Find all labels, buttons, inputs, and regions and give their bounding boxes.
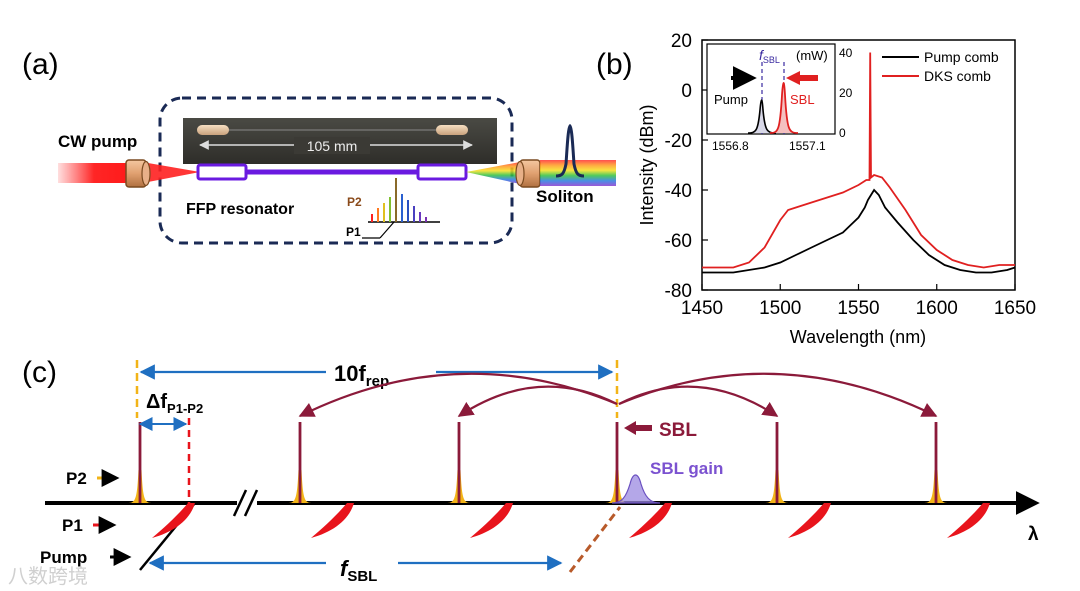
x-tick-label: 1600 xyxy=(916,298,958,319)
pump-focus xyxy=(148,163,200,182)
inset-sbl-arrow xyxy=(786,71,818,85)
p1-comb-line xyxy=(311,503,354,538)
inset-ytick-20: 20 xyxy=(839,86,853,100)
y-tick-label: -40 xyxy=(665,181,692,202)
sbl-label: SBL xyxy=(659,420,697,441)
x-tick-label: 1550 xyxy=(837,298,879,319)
panel-c-label: (c) xyxy=(22,356,57,389)
inset-sbl-peak xyxy=(769,82,799,134)
p2-mini-label: P2 xyxy=(347,195,362,209)
inset-pump-peak xyxy=(747,99,777,134)
panel-a-label: (a) xyxy=(22,48,59,81)
arc-to-459 xyxy=(457,385,618,417)
p1-comb-line xyxy=(629,503,672,538)
p1-comb-line xyxy=(152,503,195,538)
inset: Pump SBL fSBL (mW) 40 20 0 1556.8 1557.1 xyxy=(706,43,853,153)
pump-label: Pump xyxy=(40,548,87,567)
panel-a: (a) 105 mm CW pump FFP resonator xyxy=(22,48,616,245)
y-tick-label: -60 xyxy=(665,231,692,252)
series-line-dks-comb xyxy=(702,52,1015,269)
p1-comb-line xyxy=(470,503,513,538)
x-ticks: 1450 1500 1550 1600 1650 xyxy=(681,284,1036,319)
ffp-resonator xyxy=(196,163,468,181)
panel-b: (b) 20 0 -20 -40 -60 -80 1450 1500 1550 1600 1650… xyxy=(596,31,1036,347)
arc-to-936 xyxy=(618,372,938,417)
length-label: 105 mm xyxy=(307,138,358,154)
dashed-extension xyxy=(568,506,622,573)
x-tick-label: 1650 xyxy=(994,298,1036,319)
axis-break-2 xyxy=(243,489,259,517)
delta-label: ΔfP1-P2 xyxy=(146,391,203,416)
series-group xyxy=(702,52,1016,274)
fsbl-label: fSBL xyxy=(340,556,377,585)
p1-label: P1 xyxy=(62,516,83,535)
sbl-gain-bump xyxy=(611,474,661,504)
sbl-gain-label: SBL gain xyxy=(650,459,723,478)
p1-comb-line xyxy=(788,503,831,538)
legend-pump-comb: Pump comb xyxy=(924,49,999,65)
y-tick-label: -80 xyxy=(665,281,692,302)
inset-pump-label: Pump xyxy=(714,92,748,107)
p1-mini-label: P1 xyxy=(346,225,361,239)
inset-xtick-1: 1556.8 xyxy=(712,139,749,153)
inset-xtick-2: 1557.1 xyxy=(789,139,826,153)
inset-fsbl-label: fSBL xyxy=(759,47,780,65)
legend: Pump comb DKS comb xyxy=(882,49,999,84)
arc-to-777 xyxy=(618,385,779,417)
inset-ytick-40: 40 xyxy=(839,46,853,60)
resonator-label: FFP resonator xyxy=(186,201,294,218)
y-ticks: 20 0 -20 -40 -60 -80 xyxy=(665,31,708,302)
lambda-label: λ xyxy=(1028,524,1039,545)
p2-peaks xyxy=(128,422,948,503)
inset-sbl-label: SBL xyxy=(790,92,815,107)
output-lens xyxy=(515,159,541,188)
watermark: 八数跨境 xyxy=(8,565,88,588)
x-axis-label: Wavelength (nm) xyxy=(790,327,926,347)
y-tick-label: 0 xyxy=(681,81,692,102)
p1-comb-line xyxy=(947,503,990,538)
input-lens xyxy=(125,159,151,188)
panel-c: (c) λ SBL gain 10frep ΔfP1-P2 xyxy=(8,356,1040,588)
p2-label: P2 xyxy=(66,469,87,488)
sbl-arrow xyxy=(624,421,652,435)
y-tick-label: 20 xyxy=(671,31,692,52)
y-tick-label: -20 xyxy=(665,131,692,152)
inset-ytick-0: 0 xyxy=(839,126,846,140)
pump-beam xyxy=(58,163,130,183)
soliton-label: Soliton xyxy=(536,187,594,206)
x-tick-label: 1450 xyxy=(681,298,723,319)
resonator-photo: 105 mm xyxy=(183,118,497,164)
inset-unit-label: (mW) xyxy=(796,48,828,63)
x-tick-label: 1500 xyxy=(759,298,801,319)
series-line-pump-comb xyxy=(702,188,1016,274)
panel-b-label: (b) xyxy=(596,48,633,81)
output-cone xyxy=(466,162,520,184)
axis-break-1 xyxy=(232,489,248,517)
p1-peaks xyxy=(152,503,990,538)
mini-comb-spectrum xyxy=(362,178,440,239)
cw-pump-label: CW pump xyxy=(58,132,137,151)
legend-dks-comb: DKS comb xyxy=(924,68,991,84)
y-axis-label: Intensity (dBm) xyxy=(637,104,657,225)
soliton-pulse-icon xyxy=(555,123,585,178)
spectrum-chart: 20 0 -20 -40 -60 -80 1450 1500 1550 1600 1650 Int… xyxy=(637,31,1036,347)
